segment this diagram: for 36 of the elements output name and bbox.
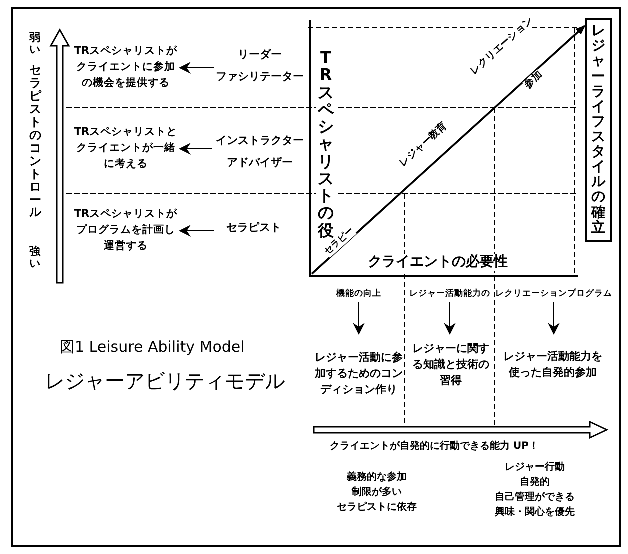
arrow-label: クライエントが自発的に行動できる能力 UP！ (330, 441, 539, 452)
note-text: 制限が多い (350, 487, 403, 498)
note-text: 自己管理ができる (494, 492, 576, 503)
chevron-arrow (179, 225, 214, 237)
axis-label: 強い (29, 246, 42, 270)
role-label: インストラクター (216, 133, 304, 149)
caption-text: レジャーアビリティモデル (45, 370, 285, 392)
node-text: TRスペシャリストがクライエントに参加の機会を提供する (73, 44, 179, 91)
node-text: レジャーに関する知識と技術の習得 (412, 341, 490, 389)
column-heading: 機能の向上 (336, 288, 382, 300)
text-box: レジャーライフスタイルの確立 (585, 18, 612, 242)
note-text: レジャー行動 (504, 462, 566, 473)
role-label: リーダー (238, 47, 282, 63)
chevron-arrow (179, 62, 214, 74)
column-heading: レジャー活動能力の (410, 288, 490, 300)
chevron-arrow (444, 302, 456, 335)
chevron-arrow (548, 302, 560, 335)
node-text: レジャー活動能力を使った自発的参加 (502, 349, 604, 381)
caption-text: 図1 Leisure Ability Model (60, 338, 245, 357)
axis-label: セラピストのコントロール (29, 64, 42, 220)
axis-title: TRスペシャリストの役 (316, 48, 336, 240)
chevron-arrow (179, 143, 212, 155)
node-text: TRスペシャリストがプログラムを計画し運営する (73, 207, 179, 254)
node-text: TRスペシャリストとクライエントが一緒に考える (73, 125, 179, 172)
role-label: ファシリテーター (216, 69, 304, 85)
note-text: セラピストに依存 (336, 502, 418, 513)
note-text: 義務的な参加 (346, 472, 408, 483)
role-label: アドバイザー (227, 155, 293, 171)
axis-label: 弱い (29, 32, 42, 56)
column-heading: レクリエーションプログラム (496, 288, 612, 300)
node-text: レジャー活動に参加するためのコンディション作り (314, 350, 404, 398)
chevron-arrow (353, 302, 365, 335)
note-text: 自発的 (519, 477, 551, 488)
note-text: 興味・関心を優先 (494, 507, 576, 518)
role-label: セラピスト (226, 220, 282, 236)
axis-title: クライエントの必要性 (367, 254, 509, 272)
